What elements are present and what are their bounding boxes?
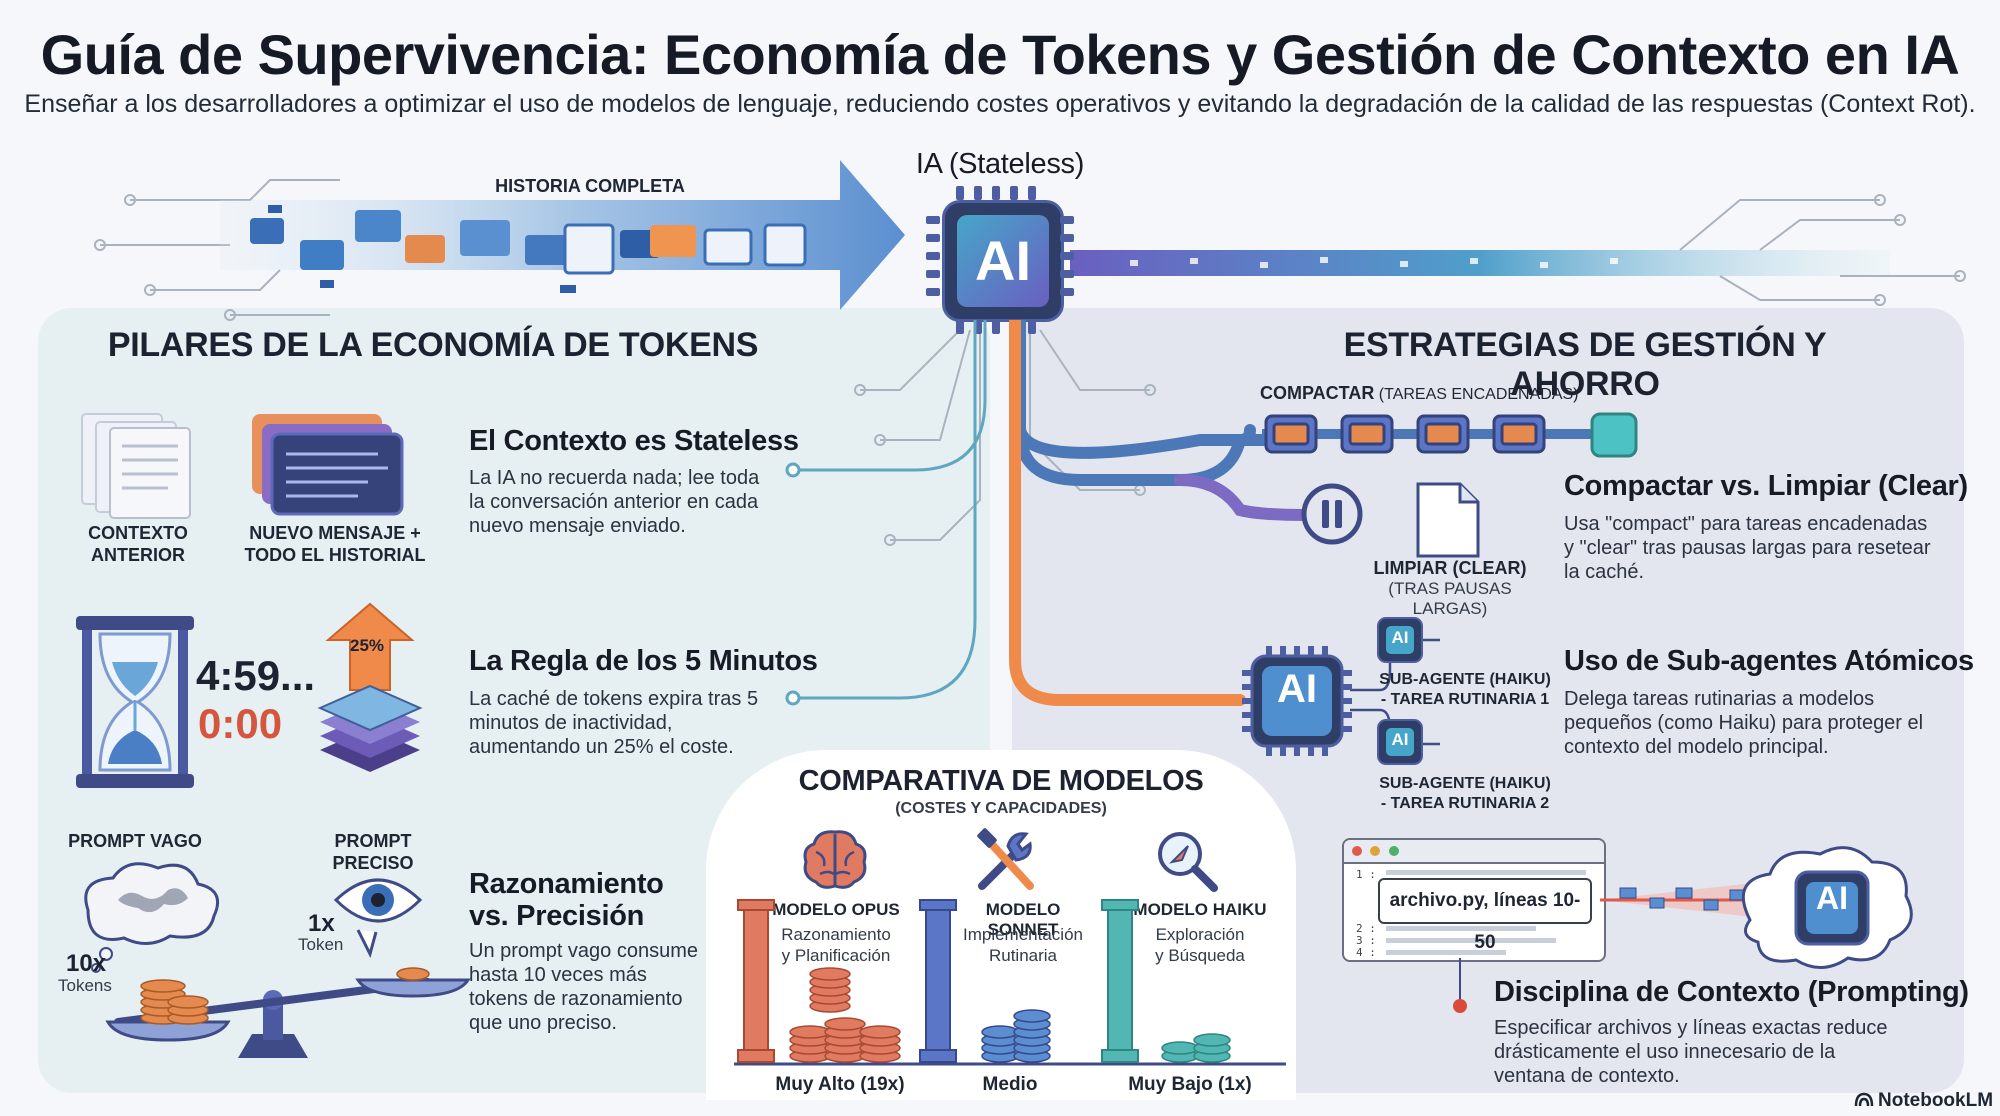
sub-agents-diagram — [1242, 617, 1440, 765]
brain-icon — [803, 830, 867, 889]
ai-stateless-label: IA (Stateless) — [915, 148, 1085, 180]
compact-clear-title: Compactar vs. Limpiar (Clear) — [1564, 470, 1968, 502]
strategies-title: ESTRATEGIAS DE GESTIÓN Y AHORRO — [1343, 326, 1827, 403]
ten-x-label: 10x — [66, 950, 107, 977]
sub-agents-title: Uso de Sub-agentes Atómicos — [1564, 645, 1974, 677]
page-title: Guía de Supervivencia: Economía de Token… — [40, 23, 1960, 86]
model-opus-cost: Muy Alto (19x) — [775, 1074, 905, 1095]
models-subtitle: (COSTES Y CAPACIDADES) — [895, 800, 1107, 817]
chip-pins-icon — [926, 186, 1074, 334]
sub-agent-2-label: SUB-AGENTE (HAIKU) - TAREA RUTINARIA 2 — [1379, 775, 1551, 812]
cost-increase-icon — [317, 602, 423, 772]
sub-agents-body: Delega tareas rutinarias a modelos peque… — [1564, 688, 1924, 758]
reasoning-title-1: Razonamiento — [469, 868, 664, 900]
sub-agent-2-chip-label: AI — [1391, 730, 1409, 749]
model-opus-desc: Razonamiento y Planificación — [781, 925, 891, 965]
reasoning-body: Un prompt vago consume hasta 10 veces má… — [469, 940, 699, 1034]
compact-clear-body: Usa "compact" para tareas encadenadas y … — [1564, 513, 1931, 583]
editor-line-4: 4 : — [1356, 946, 1376, 959]
context-discipline-body: Especificar archivos y líneas exactas re… — [1494, 1017, 1888, 1087]
model-sonnet-desc: Implementación Rutinaria — [962, 925, 1083, 965]
stateless-body: La IA no recuerda nada; lee toda la conv… — [469, 467, 760, 537]
sub-agent-1-chip-label: AI — [1391, 628, 1409, 647]
pillars-title: PILARES DE LA ECONOMÍA DE TOKENS — [107, 326, 759, 364]
brand-label: NotebookLM — [1878, 1090, 1994, 1111]
message-history-icon — [252, 414, 404, 516]
token-scale-icon — [84, 862, 471, 1058]
model-sonnet-cost: Medio — [982, 1074, 1038, 1095]
previous-context-label: CONTEXTO ANTERIOR — [88, 523, 188, 565]
models-title: COMPARATIVA DE MODELOS — [798, 765, 1204, 797]
precise-prompt-label: PROMPT PRECISO — [332, 831, 414, 873]
new-message-label: NUEVO MENSAJE + TODO EL HISTORIAL — [244, 523, 426, 565]
stateless-title: El Contexto es Stateless — [469, 425, 799, 457]
connector-lines — [785, 320, 1311, 706]
editor-line-1: 1 : — [1356, 868, 1376, 881]
history-label: HISTORIA COMPLETA — [495, 176, 685, 196]
file-reference: archivo.py, líneas 10-50 — [1378, 878, 1592, 953]
tokens-label: Tokens — [58, 976, 112, 995]
data-flow-graphic — [94, 160, 1966, 546]
clear-label: LIMPIAR (CLEAR) — [1373, 558, 1527, 578]
model-sonnet-name: MODELO SONNET — [985, 900, 1061, 939]
compact-chain-icon — [1262, 412, 1638, 545]
editor-titlebar — [1344, 840, 1604, 864]
pin-marker-icon — [1453, 958, 1467, 1013]
cloud-ai-chip-label: AI — [1816, 880, 1848, 916]
main-ai-chip: AI — [942, 200, 1064, 322]
compact-chain-label: COMPACTAR (TAREAS ENCADENADAS) — [1260, 383, 1579, 403]
notebooklm-logo-icon — [1854, 1092, 1874, 1107]
main-agent-chip-label: AI — [1277, 667, 1317, 711]
context-beam-icon — [1600, 846, 1913, 969]
model-haiku-name: MODELO HAIKU — [1133, 900, 1267, 919]
document-icon — [1416, 482, 1480, 558]
token-label: Token — [298, 935, 344, 954]
one-x-label: 1x — [308, 910, 335, 937]
page-subtitle: Enseñar a los desarrolladores a optimiza… — [24, 90, 1976, 118]
five-minute-rule-title: La Regla de los 5 Minutos — [469, 645, 818, 677]
cost-percent-label: 25% — [350, 636, 385, 655]
vague-prompt-label: PROMPT VAGO — [68, 831, 202, 851]
five-minute-rule-body: La caché de tokens expira tras 5 minutos… — [469, 688, 759, 758]
model-haiku-cost: Muy Bajo (1x) — [1128, 1074, 1252, 1095]
model-haiku-desc: Exploración y Búsqueda — [1155, 925, 1245, 965]
tools-icon — [977, 828, 1034, 890]
timer-remaining: 4:59... — [196, 652, 316, 699]
timer-expired: 0:00 — [198, 700, 283, 747]
editor-line-2: 2 : — [1356, 922, 1376, 935]
context-discipline-title: Disciplina de Contexto (Prompting) — [1494, 976, 1969, 1008]
model-opus-name: MODELO OPUS — [772, 900, 900, 919]
editor-line-3: 3 : — [1356, 934, 1376, 947]
hourglass-icon — [76, 616, 194, 788]
magnifier-icon — [1158, 832, 1218, 892]
reasoning-title-2: vs. Precisión — [469, 900, 645, 932]
clear-sublabel: (TRAS PAUSAS LARGAS) — [1388, 579, 1512, 618]
model-cost-columns — [734, 899, 1286, 1066]
ai-chip-label: AI — [957, 215, 1049, 307]
context-pages-icon — [81, 413, 191, 519]
sub-agent-1-label: SUB-AGENTE (HAIKU) - TAREA RUTINARIA 1 — [1379, 671, 1551, 708]
